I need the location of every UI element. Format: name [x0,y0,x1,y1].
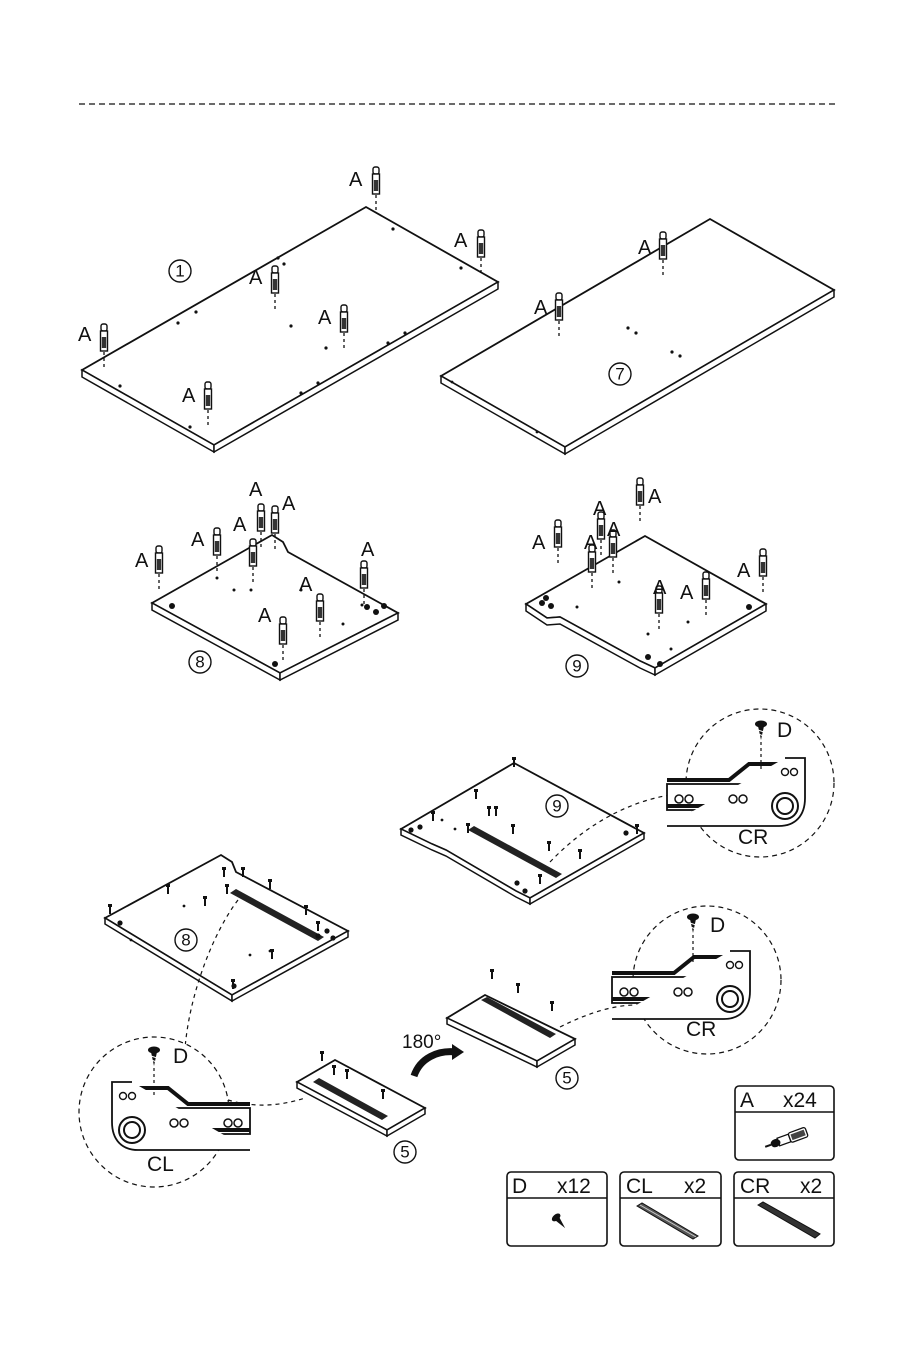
dowel-label: A [349,169,363,191]
dowel-label: A [249,479,263,501]
part-code-cl: CL [626,1175,653,1198]
panel-5-left [297,1051,425,1136]
dowel-label: A [607,519,621,541]
dowel-label: A [680,582,694,604]
dowel-label: A [299,574,313,596]
dowel-label: A [182,385,196,407]
part-qty-d: x12 [557,1175,591,1198]
detail-label-cr: CR [686,1018,716,1041]
dowel-label: A [258,605,272,627]
part-code-a: A [740,1089,754,1112]
panel-9-top [526,478,767,675]
step-number-5: 5 [562,1069,571,1088]
rotation-label: 180° [402,1032,441,1053]
dowel-label: A [454,230,468,252]
screw-label: D [173,1045,188,1068]
dowel-label: A [638,237,652,259]
part-code-d: D [512,1175,527,1198]
step-number-8: 8 [195,653,204,672]
step-number-1: 1 [175,262,184,281]
dowel-label: A [534,297,548,319]
dowel-label: A [78,324,92,346]
dowel-label: A [648,486,662,508]
panel-8-top [152,504,398,680]
panel-1 [82,167,498,452]
screw-label: D [710,914,725,937]
dowel-label: A [532,532,546,554]
dowel-label: A [653,577,667,599]
dowel-label: A [191,529,205,551]
detail-label-cr: CR [738,826,768,849]
dowel-label: A [233,514,247,536]
panel-5-right [447,969,575,1067]
step-number-8-runner: 8 [181,931,190,950]
step-number-9: 9 [572,657,581,676]
panel-8-runner [105,855,348,1001]
dowel-label: A [584,532,598,554]
part-code-cr: CR [740,1175,770,1198]
part-qty-a: x24 [783,1089,817,1112]
detail-label-cl: CL [147,1153,174,1176]
dowel-label: A [318,307,332,329]
dowel-label: A [593,498,607,520]
panel-9-runner [401,757,644,904]
dowel-label: A [361,539,375,561]
screw-label: D [777,719,792,742]
step-number-9-runner: 9 [552,797,561,816]
step-number-5: 5 [400,1143,409,1162]
dowel-label: A [249,267,263,289]
part-qty-cr: x2 [800,1175,822,1198]
part-qty-cl: x2 [684,1175,706,1198]
dowel-label: A [737,560,751,582]
dowel-label: A [282,493,296,515]
step-number-7: 7 [615,365,624,384]
dowel-label: A [135,550,149,572]
